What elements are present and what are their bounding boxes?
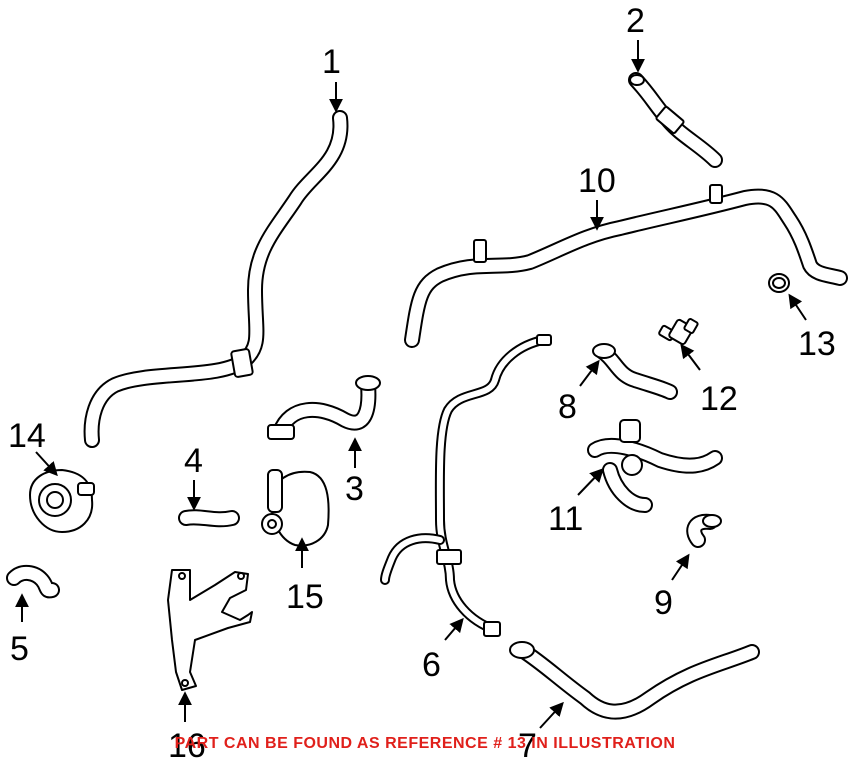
reference-note: PART CAN BE FOUND AS REFERENCE # 13 IN I… <box>174 735 676 752</box>
part-5-hose[interactable] <box>6 565 60 599</box>
callout-13: 13 <box>798 325 836 363</box>
callout-10: 10 <box>578 162 616 200</box>
callout-16: 16 <box>168 727 206 762</box>
callout-4: 4 <box>184 442 203 480</box>
part-1-hose[interactable] <box>83 110 349 448</box>
part-3-hose[interactable] <box>267 375 381 440</box>
part-6-hose[interactable] <box>380 334 552 637</box>
part-7-hose[interactable] <box>509 641 760 720</box>
callout-9: 9 <box>654 584 673 622</box>
callout-arrows <box>15 40 807 729</box>
part-12-fitting[interactable] <box>658 318 699 346</box>
callout-12: 12 <box>700 380 738 418</box>
callout-14: 14 <box>8 417 46 455</box>
part-14-pump[interactable] <box>29 469 95 533</box>
arrow-9 <box>671 553 690 581</box>
arrow-8 <box>579 359 600 387</box>
callout-1: 1 <box>322 43 341 81</box>
arrow-14 <box>35 451 58 477</box>
arrow-7 <box>539 701 564 729</box>
callout-15: 15 <box>286 578 324 616</box>
part-9-elbow[interactable] <box>686 513 722 548</box>
arrow-13 <box>788 293 807 321</box>
arrow-12 <box>680 343 701 371</box>
part-2-connector[interactable] <box>628 72 723 168</box>
callout-2: 2 <box>626 2 645 40</box>
callout-labels: 1 2 3 4 5 6 7 8 9 10 11 12 13 14 15 16 <box>8 2 836 765</box>
arrow-11 <box>577 467 604 496</box>
part-8-hose[interactable] <box>592 343 678 400</box>
callout-7: 7 <box>518 727 537 762</box>
callout-8: 8 <box>558 388 577 426</box>
part-10-pipe[interactable] <box>404 184 848 348</box>
part-11-assembly[interactable] <box>587 419 723 513</box>
part-16-bracket[interactable] <box>167 569 253 691</box>
callout-5: 5 <box>10 630 29 668</box>
arrow-6 <box>444 617 464 641</box>
part-4-hose[interactable] <box>178 509 240 528</box>
callout-6: 6 <box>422 646 441 684</box>
part-13-o-ring[interactable] <box>768 273 790 293</box>
callout-11: 11 <box>548 500 583 538</box>
part-15-pump[interactable] <box>261 469 330 547</box>
callout-3: 3 <box>345 470 364 508</box>
